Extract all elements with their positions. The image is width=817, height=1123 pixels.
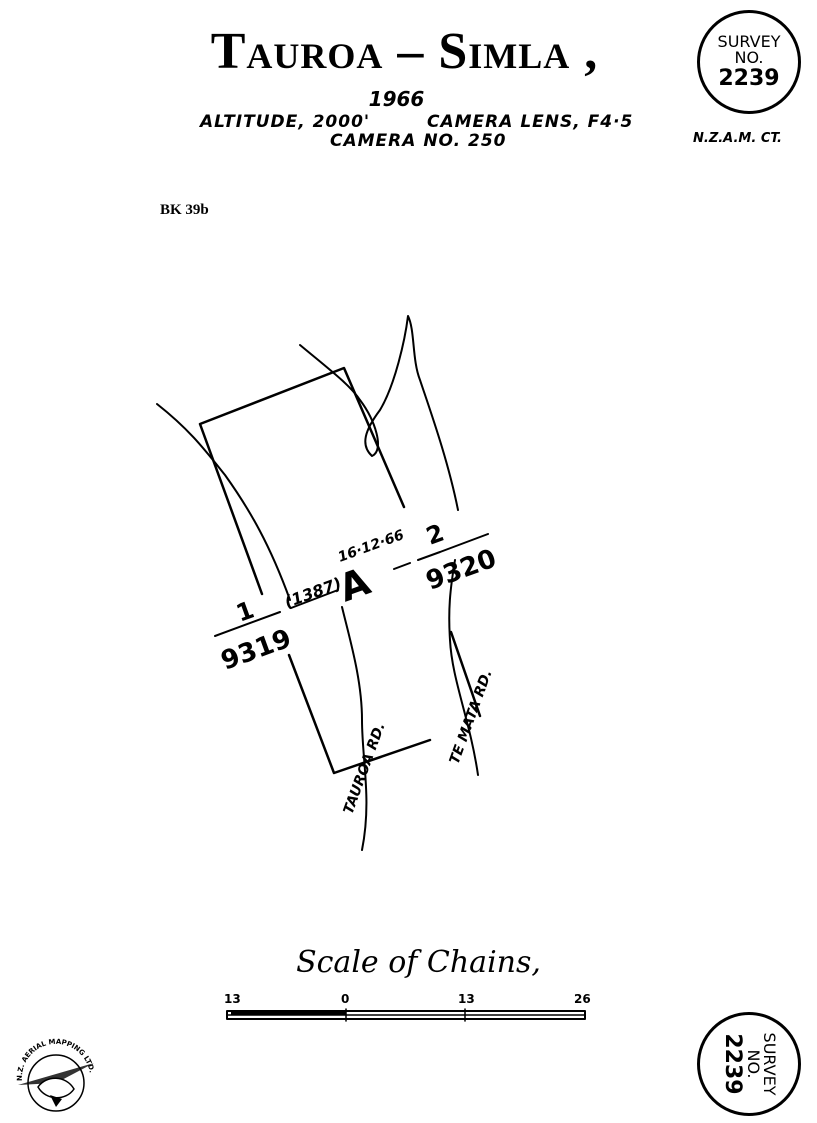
run-right-number: 2 [422,519,447,551]
tauroa-road [341,606,368,851]
scale-tick-label: 13 [458,992,475,1006]
stamp-number: 2239 [718,66,780,92]
bracket-reference: (1387) [282,574,344,612]
map-title: Tauroa – Simla , [210,23,599,80]
scale-tick-label: 0 [341,992,350,1006]
scale-bar-fill [231,1012,346,1015]
run-left-number: 1 [232,596,257,628]
survey-year: 1966 [368,87,425,111]
camera-lens-label: CAMERA LENS, F4·5 [427,112,634,132]
coverage-boundary-upper [198,366,406,596]
camera-number-label: CAMERA NO. 250 [330,131,507,151]
survey-stamp-top: SURVEY NO. 2239 [697,10,801,114]
scale-title: Scale of Chains, [296,945,541,980]
book-reference: BK 39b [160,202,209,218]
stream-upper [299,315,459,511]
te-mata-road [448,559,479,776]
te-mata-road-label: TE MATA RD. [447,668,496,767]
run-letter: A [333,559,376,611]
altitude-label: ALTITUDE, 2000' [200,112,371,132]
stream-left [156,403,291,601]
flight-date: 16·12·66 [336,527,407,566]
scale-tick-label: 13 [224,992,241,1006]
scale-tick-label: 26 [574,992,591,1006]
coverage-boundary-lower [287,630,482,775]
stamp-survey-label: SURVEY [717,31,781,51]
company-abbreviation: N.Z.A.M. CT. [693,131,782,146]
flight-line [214,533,489,637]
aerial-mapping-logo: N.Z. AERIAL MAPPING LTD. [16,1038,96,1112]
run-right-photo: 9320 [422,544,500,597]
stamp-no-label: NO. [734,48,764,68]
